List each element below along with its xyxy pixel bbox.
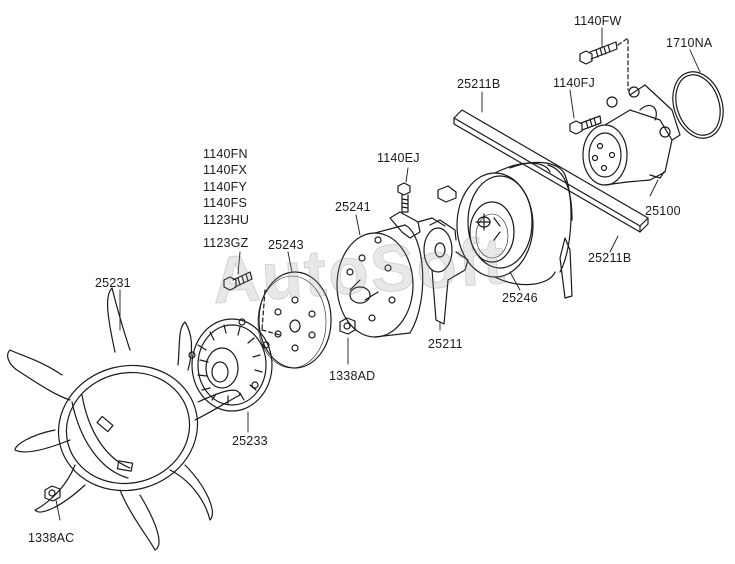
water-pump [582,84,681,186]
pulley-hub [336,224,424,338]
label-25241: 25241 [335,200,371,214]
label-1123hu: 1123HU [203,213,250,227]
label-1140fs: 1140FS [203,196,248,210]
bolt-1140fw [579,37,629,91]
cooling-fan [7,287,241,551]
drive-belt [453,109,649,299]
label-1140fn: 1140FN [203,147,248,161]
label-1338ad: 1338AD [329,369,376,383]
label-25233: 25233 [232,434,268,448]
nut-1338ac [44,485,61,502]
label-1140ej: 1140EJ [377,151,420,165]
label-1140fy: 1140FY [203,180,248,194]
gasket-1710na [672,71,724,139]
bolt-1123gz [223,271,253,291]
leader-lines [55,27,701,521]
label-1140fj: 1140FJ [553,76,595,90]
bolt-1140ej [397,182,411,213]
label-25211: 25211 [428,337,463,351]
spacer-plate [257,271,332,369]
idler-bracket [389,185,469,325]
label-25231: 25231 [95,276,131,290]
label-1140fw: 1140FW [574,14,622,28]
label-25211b-top: 25211B [457,77,501,91]
label-25211b-right: 25211B [588,251,632,265]
label-1338ac: 1338AC [28,531,75,545]
label-1123gz: 1123GZ [203,236,249,250]
label-1710na: 1710NA [666,36,713,50]
label-25100: 25100 [645,204,681,218]
label-25246: 25246 [502,291,538,305]
fan-clutch [188,318,273,412]
label-25243: 25243 [268,238,304,252]
water-pump-pulley [456,161,573,286]
label-1140fx: 1140FX [203,163,248,177]
bolt-1140fj [569,115,602,135]
